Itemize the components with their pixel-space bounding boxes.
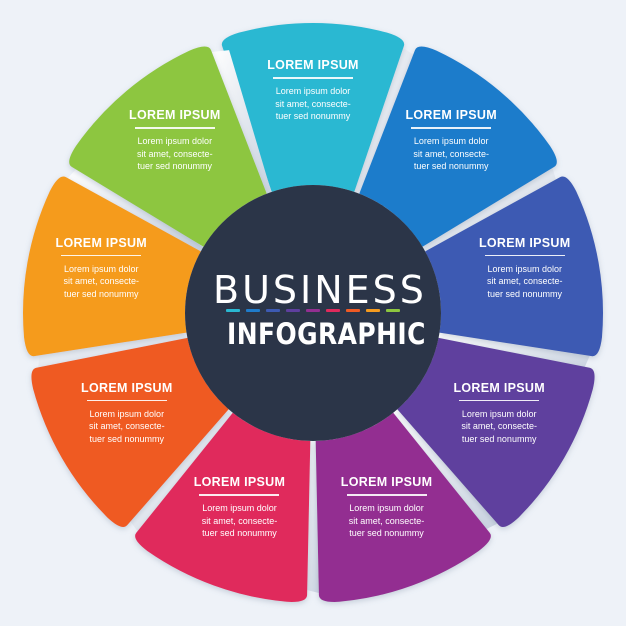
segment-fold-highlight [422, 167, 558, 251]
segment-4-body-line: tuer sed nonummy [461, 433, 537, 444]
segment-3-title: LOREM IPSUM [478, 235, 571, 250]
segment-9-title: LOREM IPSUM [129, 108, 221, 123]
segment-1-body: Lorem ipsum dolor sit amet, consecte-tuer… [253, 85, 373, 123]
segment-2-body-line: Lorem ipsum dolor [413, 136, 489, 147]
segment-3 [425, 176, 603, 357]
segment-6-body-line: sit amet, consecte- [201, 515, 278, 526]
segment-8-body-line: sit amet, consecte- [63, 276, 140, 287]
segment-7-body-line: sit amet, consecte- [89, 421, 165, 431]
segment-5-title: LOREM IPSUM [340, 475, 433, 490]
segment-6-title: LOREM IPSUM [193, 475, 286, 490]
color-dash [246, 309, 260, 312]
segment-2-body-line: sit amet, consecte- [413, 148, 489, 159]
segment-1-body-line: sit amet, consecte- [275, 98, 351, 109]
segment-3-body-line: tuer sed nonummy [487, 288, 562, 299]
segment-8-body-line: tuer sed nonummy [63, 288, 139, 299]
segment-3-divider [484, 254, 565, 257]
segment-7-body-line: tuer sed nonummy [89, 433, 165, 444]
segment-8-body-line: Lorem ipsum dolor [64, 263, 139, 274]
segment-2 [359, 46, 557, 247]
segment-7-body: Lorem ipsum dolor sit amet, consecte-tuer… [67, 408, 187, 446]
segment-5-body-line: tuer sed nonummy [349, 528, 424, 539]
segment-4-title: LOREM IPSUM [453, 380, 545, 395]
segment-4-body: Lorem ipsum dolor sit amet, consecte-tuer… [439, 408, 559, 446]
segment-fold-highlight [38, 333, 188, 368]
segment-1-body-line: tuer sed nonummy [275, 111, 351, 121]
color-dash [346, 309, 360, 312]
segment-5-body-line: sit amet, consecte- [348, 515, 425, 526]
segment-7-body-line: Lorem ipsum dolor [89, 408, 165, 419]
segment-fold-highlight [67, 165, 204, 252]
segment-8-body: Lorem ipsum dolor sit amet, consecte-tuer… [41, 263, 161, 301]
color-dash [286, 309, 300, 312]
segment-1 [221, 22, 405, 192]
color-dash [226, 309, 240, 312]
segment-9 [69, 46, 267, 247]
segment-9-body-line: sit amet, consecte- [137, 148, 213, 159]
segment-7 [31, 337, 229, 528]
color-dash [326, 309, 340, 312]
center-title-infographic: INFOGRAPHIC [227, 317, 426, 351]
segment-8-divider [61, 254, 142, 257]
center-title-business: BUSINESS [213, 268, 427, 312]
color-dash [386, 309, 400, 312]
segment-1-divider [273, 77, 353, 79]
segment-fold-highlight [393, 409, 498, 532]
segment-3-body: Lorem ipsum dolor sit amet, consecte-tuer… [465, 263, 585, 301]
segment-8 [23, 176, 201, 357]
segment-8-title: LOREM IPSUM [55, 235, 148, 250]
color-dash [366, 309, 380, 312]
segment-4-body-line: Lorem ipsum dolor [461, 408, 537, 419]
segment-9-divider [134, 127, 215, 129]
segment-2-title: LOREM IPSUM [405, 108, 497, 123]
color-dash [306, 309, 320, 312]
segment-4-divider [459, 399, 540, 401]
segment-2-body-line: tuer sed nonummy [413, 161, 489, 172]
segment-1-title: LOREM IPSUM [267, 58, 359, 72]
segment-1-body-line: Lorem ipsum dolor [275, 86, 351, 96]
segment-6-body-line: tuer sed nonummy [202, 528, 277, 539]
segment-fold-highlight [127, 409, 233, 532]
segment-3-body-line: Lorem ipsum dolor [487, 263, 562, 274]
color-dash-row [226, 309, 400, 313]
segment-5-divider [346, 494, 427, 496]
center-circle [185, 185, 441, 441]
segment-4 [397, 337, 595, 528]
segment-9-body-line: tuer sed nonummy [137, 161, 213, 172]
color-dash [266, 309, 280, 312]
segment-2-divider [411, 127, 492, 129]
segment-5-body-line: Lorem ipsum dolor [349, 503, 424, 514]
segment-7-title: LOREM IPSUM [81, 380, 173, 395]
segment-4-body-line: sit amet, consecte- [461, 421, 537, 431]
segment-6 [135, 412, 311, 602]
segment-7-divider [86, 399, 167, 401]
segment-3-body-line: sit amet, consecte- [486, 276, 563, 287]
segment-6-body-line: Lorem ipsum dolor [202, 503, 277, 514]
segment-6-divider [199, 494, 280, 496]
segment-5 [315, 412, 491, 602]
segment-9-body-line: Lorem ipsum dolor [137, 136, 213, 147]
segment-fold-highlight [211, 50, 272, 194]
